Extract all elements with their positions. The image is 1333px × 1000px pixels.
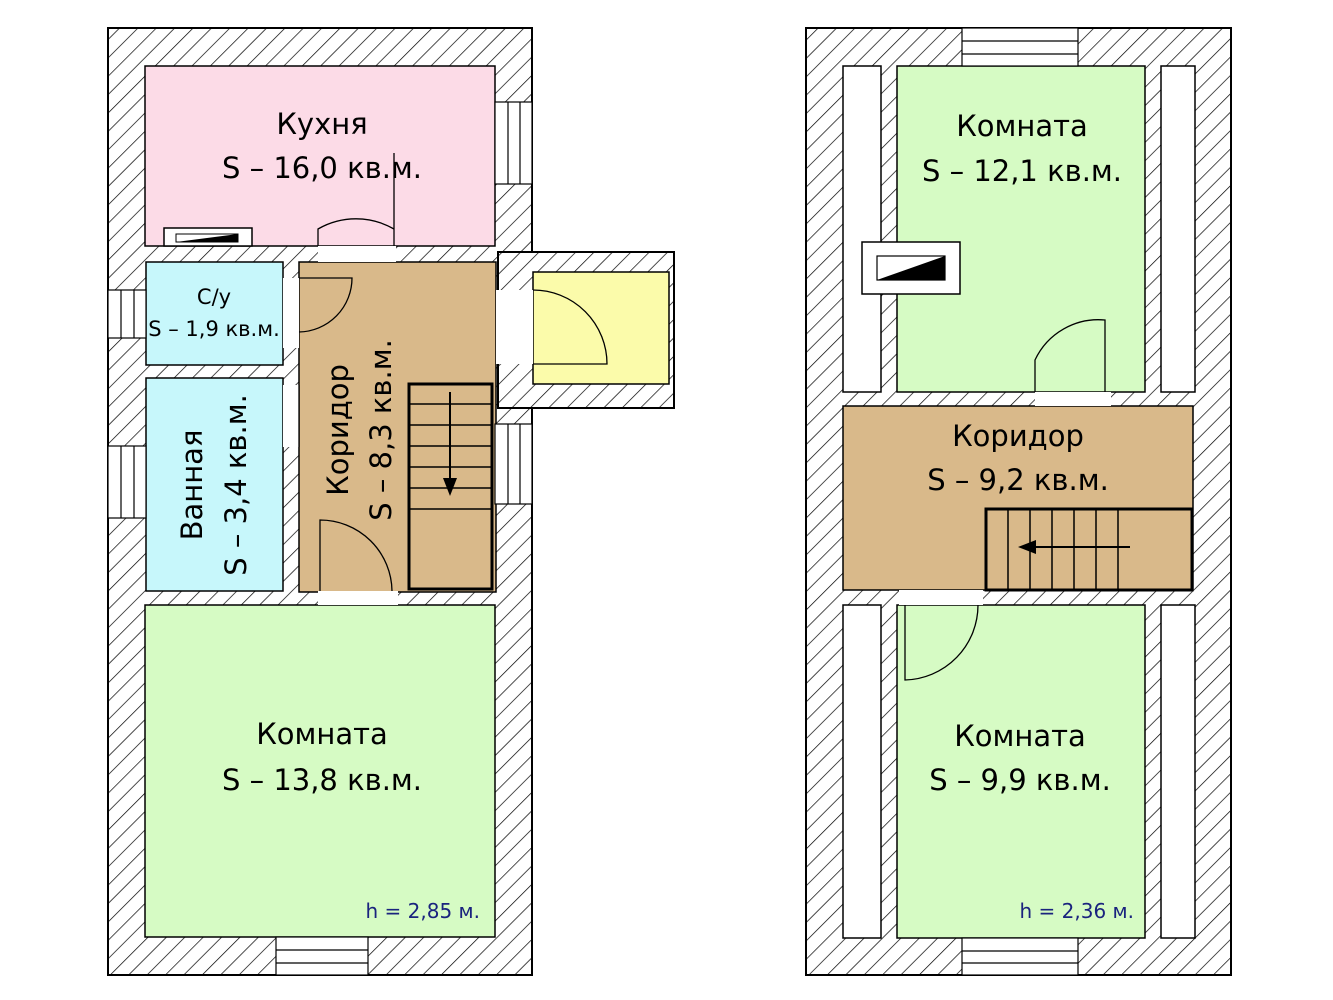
- wc-name: С/у: [197, 285, 231, 309]
- corridor-2-area: S – 9,2 кв.м.: [927, 463, 1109, 497]
- door-openings-floor-1: [283, 246, 533, 605]
- kitchen-name: Кухня: [276, 107, 367, 141]
- bath-area: S – 3,4 кв.м.: [219, 394, 253, 576]
- floor-1-height: h = 2,85 м.: [366, 899, 480, 923]
- room-2-top-name: Комната: [956, 109, 1088, 143]
- porch-room: [532, 271, 670, 385]
- kitchen-stove: [163, 227, 253, 247]
- chimney-floor-2: [861, 241, 961, 295]
- corridor-2-room: [842, 405, 1194, 591]
- bath-room: [145, 377, 284, 592]
- corridor-2-name: Коридор: [952, 419, 1084, 453]
- room-1-area: S – 13,8 кв.м.: [222, 763, 422, 797]
- stairs-floor-2: [984, 507, 1194, 592]
- corridor-1-name: Коридор: [321, 364, 355, 496]
- corridor-1-area: S – 8,3 кв.м.: [364, 339, 398, 521]
- floor-1-plan: Кухня S – 16,0 кв.м. С/у S – 1,9 кв.м. В…: [107, 27, 675, 976]
- bath-name: Ванная: [175, 430, 209, 541]
- door-openings-floor-2: [899, 392, 1111, 605]
- stairs-floor-1: [407, 382, 494, 591]
- wc-room: [145, 261, 284, 366]
- windows-floor-2: [961, 27, 1079, 976]
- kitchen-room: [144, 65, 496, 247]
- windows-floor-1: [107, 101, 533, 976]
- room-1-room: [144, 604, 496, 938]
- room-2-top-area: S – 12,1 кв.м.: [922, 154, 1122, 188]
- wc-area: S – 1,9 кв.м.: [148, 317, 280, 341]
- floor-2-plan: Комната S – 12,1 кв.м. Коридор S – 9,2 к…: [805, 27, 1232, 976]
- floor-2-height: h = 2,36 м.: [1020, 899, 1134, 923]
- door-swings-floor-1: [298, 153, 608, 592]
- door-swings-floor-2: [904, 319, 1106, 681]
- corridor-1-room: [298, 261, 497, 593]
- room-2-top-room: [896, 65, 1146, 393]
- room-2-bottom-area: S – 9,9 кв.м.: [929, 763, 1111, 797]
- kitchen-area: S – 16,0 кв.м.: [222, 151, 422, 185]
- room-1-name: Комната: [256, 717, 388, 751]
- room-2-bottom-name: Комната: [954, 719, 1086, 753]
- room-2-bottom-room: [896, 604, 1146, 939]
- floor-2-niches: [842, 65, 1196, 939]
